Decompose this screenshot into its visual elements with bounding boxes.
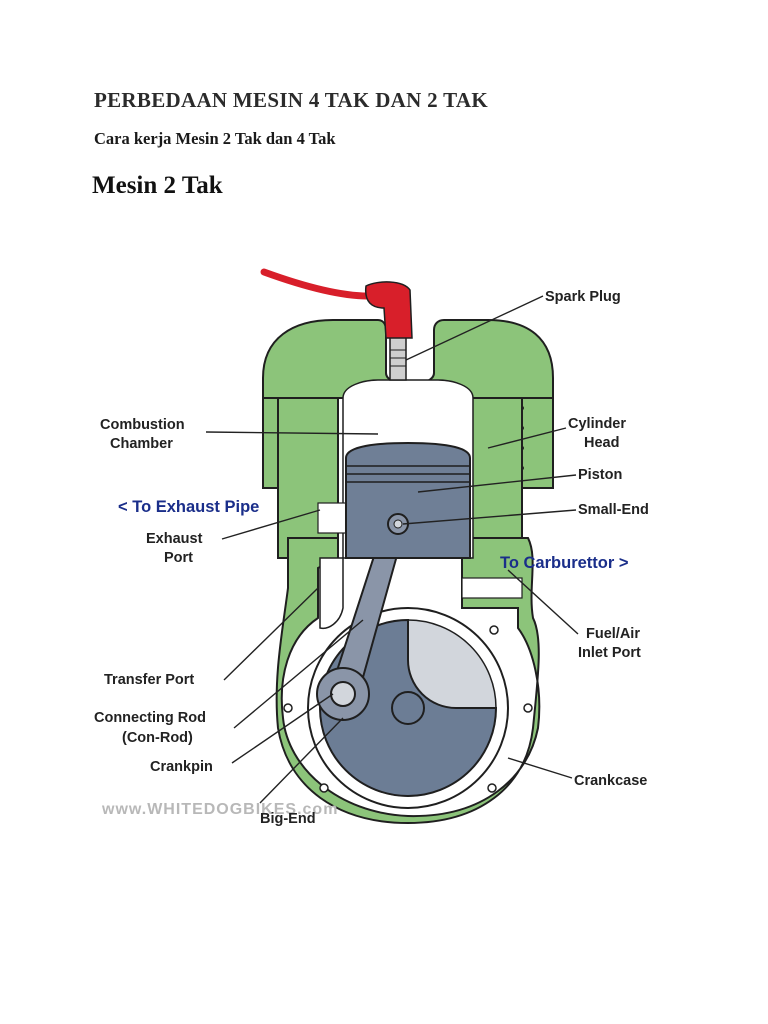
- label-leaders: [205, 295, 579, 804]
- label-cylinder-head-line2: Head: [584, 435, 619, 451]
- label-spark-plug: Spark Plug: [545, 289, 621, 305]
- diagram-labels: Spark Plug Combustion Chamber Cylinder H…: [94, 289, 649, 827]
- watermark: www.WHITEDOGBIKES.com: [101, 801, 338, 818]
- label-piston: Piston: [578, 467, 622, 483]
- label-combustion-chamber-line2: Chamber: [110, 436, 173, 452]
- label-fuel-air-line2: Inlet Port: [578, 645, 641, 661]
- document-subtitle: Cara kerja Mesin 2 Tak dan 4 Tak: [94, 129, 336, 148]
- piston: [345, 441, 471, 559]
- label-to-exhaust-pipe: < To Exhaust Pipe: [118, 498, 259, 516]
- label-to-carburettor: To Carburettor >: [500, 554, 629, 572]
- label-connecting-rod-line2: (Con-Rod): [122, 730, 193, 746]
- engine-illustration: Spark Plug Combustion Chamber Cylinder H…: [94, 268, 649, 827]
- crankshaft-center: [391, 691, 425, 725]
- engine-body: [262, 319, 554, 825]
- label-connecting-rod-line1: Connecting Rod: [94, 710, 206, 726]
- spark-plug: [260, 268, 413, 381]
- label-crankpin: Crankpin: [150, 759, 213, 775]
- ht-lead: [260, 268, 372, 300]
- section-heading: Mesin 2 Tak: [92, 172, 223, 199]
- crankpin-circle: [330, 681, 356, 707]
- label-big-end: Big-End: [260, 811, 316, 827]
- label-exhaust-port-line1: Exhaust: [146, 531, 203, 547]
- label-cylinder-head-line1: Cylinder: [568, 416, 626, 432]
- label-small-end: Small-End: [578, 502, 649, 518]
- document-title: PERBEDAAN MESIN 4 TAK DAN 2 TAK: [94, 88, 488, 112]
- label-crankcase: Crankcase: [574, 773, 647, 789]
- label-fuel-air-line1: Fuel/Air: [586, 626, 640, 642]
- label-combustion-chamber-line1: Combustion: [100, 417, 185, 433]
- label-transfer-port: Transfer Port: [104, 672, 194, 688]
- two-stroke-engine-diagram: Spark Plug Combustion Chamber Cylinder H…: [88, 258, 688, 838]
- label-exhaust-port-line2: Port: [164, 550, 193, 566]
- spark-plug-cap: [364, 281, 413, 339]
